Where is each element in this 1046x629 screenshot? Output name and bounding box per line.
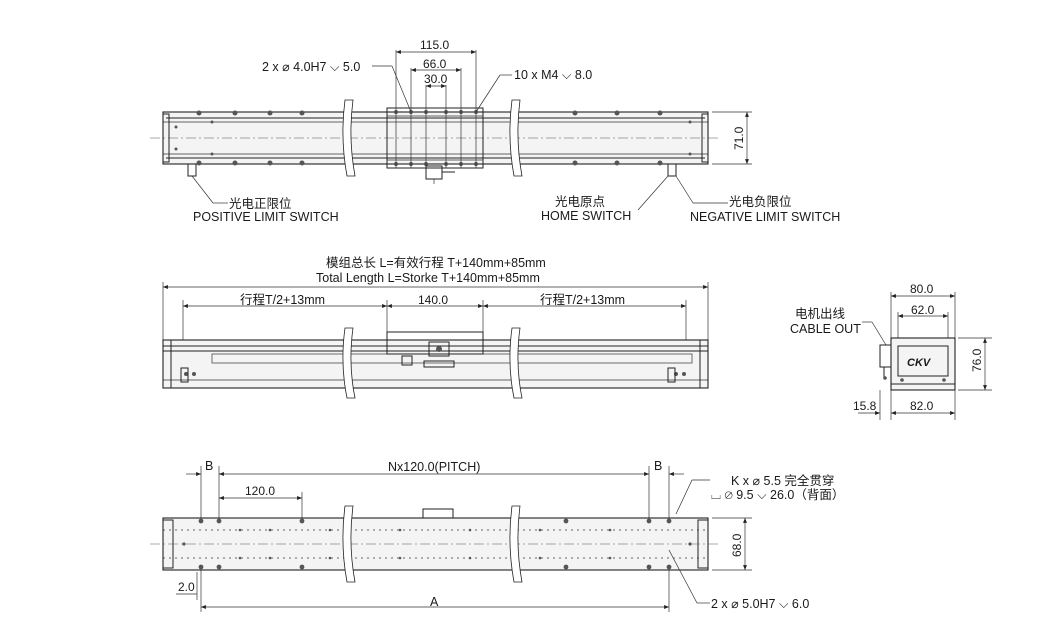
side-height: 76.0 (970, 348, 984, 372)
cable-out-en: CABLE OUT (790, 322, 861, 336)
negative-switch-en: NEGATIVE LIMIT SWITCH (690, 210, 840, 224)
top-view: 115.0 66.0 30.0 71.0 2 x ⌀ 4.0H7 ⌵ 5.0 1… (150, 38, 840, 224)
b-right: B (654, 459, 662, 473)
through-hole-callout: K x ⌀ 5.5 完全贯穿 (731, 473, 834, 488)
positive-switch-en: POSITIVE LIMIT SWITCH (193, 210, 339, 224)
hole-spacing: 120.0 (245, 484, 275, 498)
side-width-inner: 62.0 (911, 303, 935, 317)
brand-logo: CKV (907, 357, 932, 369)
total-length-en: Total Length L=Storke T+140mm+85mm (316, 271, 540, 285)
top-view-carriage (386, 107, 484, 169)
total-length-cn: 模组总长 L=有效行程 T+140mm+85mm (326, 255, 546, 270)
front-view: 模组总长 L=有效行程 T+140mm+85mm Total Length L=… (162, 255, 709, 399)
bottom-height: 68.0 (730, 533, 744, 557)
edge-offset: 2.0 (178, 580, 195, 594)
side-base-width: 82.0 (910, 399, 934, 413)
pin-hole-callout: 2 x ⌀ 4.0H7 ⌵ 5.0 (262, 60, 360, 74)
bottom-view-holes (182, 518, 692, 570)
carriage-length: 140.0 (418, 293, 448, 307)
top-dim-30: 30.0 (424, 72, 448, 86)
stroke-right: 行程T/2+13mm (540, 292, 625, 307)
front-view-body (162, 339, 709, 389)
cable-out-cn: 电机出线 (795, 307, 846, 321)
length-a: A (430, 595, 439, 609)
negative-switch-cn: 光电负限位 (729, 194, 792, 209)
bottom-view: B Nx120.0(PITCH) B 120.0 K x ⌀ 5.5 完全贯穿 … (150, 459, 844, 612)
positive-switch-cn: 光电正限位 (229, 196, 292, 211)
home-switch-cn: 光电原点 (555, 195, 605, 209)
b-left: B (205, 459, 213, 473)
home-switch-en: HOME SWITCH (541, 209, 631, 223)
top-dim-height: 71.0 (732, 126, 746, 150)
counterbore-callout: ⌴ ⌀ 9.5 ⌵ 26.0（背面） (711, 488, 844, 502)
side-offset: 15.8 (853, 399, 877, 413)
bottom-pin-callout: 2 x ⌀ 5.0H7 ⌵ 6.0 (711, 597, 809, 611)
pitch-label: Nx120.0(PITCH) (388, 460, 480, 474)
top-dim-115: 115.0 (420, 38, 449, 52)
side-view: 80.0 62.0 电机出线 CABLE OUT CKV 76.0 15.8 8… (790, 282, 992, 420)
top-dim-66: 66.0 (423, 57, 447, 71)
stroke-left: 行程T/2+13mm (240, 292, 325, 307)
front-view-carriage (386, 331, 484, 355)
side-width-outer: 80.0 (910, 282, 934, 296)
tapped-hole-callout: 10 x M4 ⌵ 8.0 (514, 68, 592, 82)
